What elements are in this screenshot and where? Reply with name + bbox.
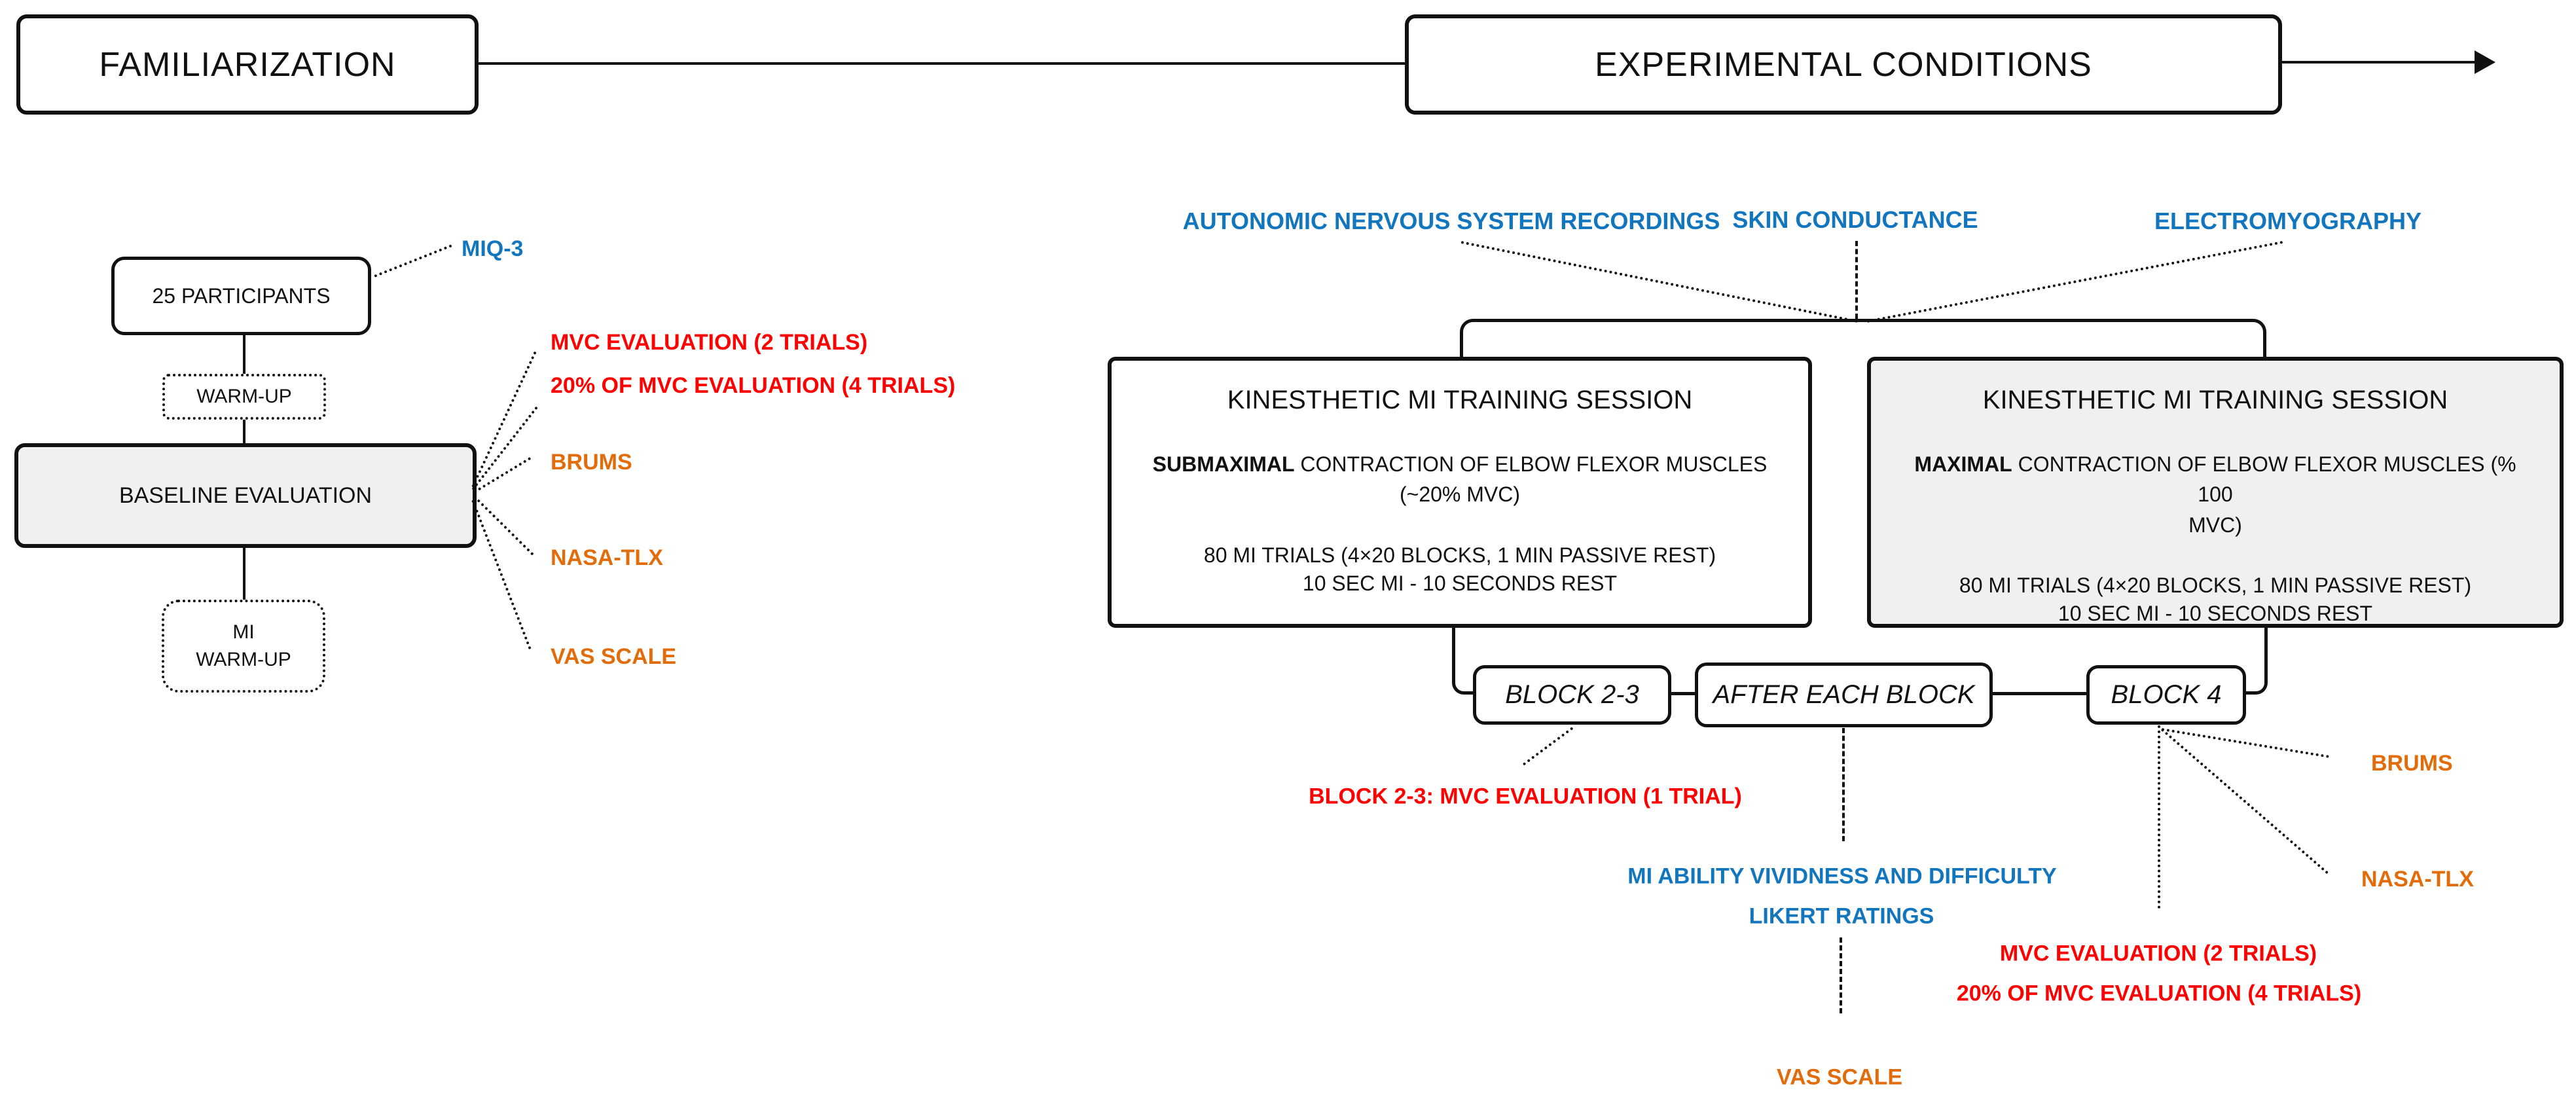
mi-warmup-label-line2: WARM-UP — [196, 649, 291, 670]
mi-ability-label: MI ABILITY VIVIDNESS AND DIFFICULTY — [1627, 863, 2057, 889]
familiarization-label: FAMILIARIZATION — [99, 45, 396, 84]
submaximal-session-box: KINESTHETIC MI TRAINING SESSION SUBMAXIM… — [1108, 357, 1812, 628]
mvc20-eval-bottom-label: 20% OF MVC EVALUATION (4 TRIALS) — [1956, 981, 2362, 1006]
mi-warmup-label-line1: MI — [232, 621, 255, 643]
maximal-keyword: MAXIMAL — [1914, 452, 2012, 476]
experimental-conditions-box: EXPERIMENTAL CONDITIONS — [1405, 14, 2282, 115]
maximal-session-title: KINESTHETIC MI TRAINING SESSION — [1982, 386, 2448, 414]
callout-line-block4-nasa — [2160, 728, 2329, 875]
mvc-eval-bottom-label: MVC EVALUATION (2 TRIALS) — [1999, 941, 2317, 966]
submaximal-keyword: SUBMAXIMAL — [1152, 452, 1295, 476]
blocks-bracket-right — [2245, 628, 2268, 695]
connector-after-block4 — [1993, 692, 2088, 695]
recording-line-emg — [1866, 240, 2283, 323]
after-each-block-label: AFTER EACH BLOCK — [1713, 680, 1975, 709]
mi-warmup-box: MI WARM-UP — [162, 600, 325, 693]
callout-line-after-each-block — [1842, 728, 1845, 841]
callout-line-block23 — [1522, 727, 1574, 766]
block23-label: BLOCK 2-3 — [1505, 680, 1639, 709]
connector-warmup-baseline — [243, 420, 245, 445]
sessions-top-bracket — [1460, 319, 2266, 358]
skin-conductance-label: SKIN CONDUCTANCE — [1732, 206, 1978, 233]
brums-label: BRUMS — [551, 450, 632, 475]
block23-box: BLOCK 2-3 — [1473, 665, 1671, 725]
block4-box: BLOCK 4 — [2086, 665, 2246, 725]
mvc20-eval-label: 20% OF MVC EVALUATION (4 TRIALS) — [551, 373, 956, 398]
recording-line-ans — [1460, 241, 1859, 323]
recording-line-skin — [1855, 241, 1858, 319]
experimental-conditions-label: EXPERIMENTAL CONDITIONS — [1595, 45, 2092, 84]
miq3-label: MIQ-3 — [462, 236, 524, 261]
vas-scale-label: VAS SCALE — [551, 644, 677, 669]
nasa-tlx-label: NASA-TLX — [551, 545, 663, 570]
brums-bottom-label: BRUMS — [2371, 751, 2453, 776]
submaximal-session-desc: SUBMAXIMAL CONTRACTION OF ELBOW FLEXOR M… — [1152, 452, 1768, 507]
participants-box: 25 PARTICIPANTS — [111, 257, 371, 335]
familiarization-box: FAMILIARIZATION — [16, 14, 479, 115]
block4-label: BLOCK 4 — [2111, 680, 2222, 709]
nasa-tlx-bottom-label: NASA-TLX — [2361, 867, 2474, 892]
timeline-arrowhead-icon — [2475, 50, 2495, 74]
block23-mvc-label: BLOCK 2-3: MVC EVALUATION (1 TRIAL) — [1309, 784, 1742, 809]
likert-ratings-label: LIKERT RATINGS — [1749, 903, 1934, 929]
callout-line-likert-vas — [1840, 937, 1842, 1013]
submaximal-session-trials: 80 MI TRIALS (4×20 BLOCKS, 1 MIN PASSIVE… — [1203, 543, 1716, 595]
vas-scale-bottom-label: VAS SCALE — [1776, 1064, 1903, 1090]
connector-participants-warmup — [243, 335, 245, 375]
timeline-arrow-line — [2282, 61, 2476, 64]
ans-recordings-label: AUTONOMIC NERVOUS SYSTEM RECORDINGS — [1182, 208, 1720, 234]
baseline-evaluation-label: BASELINE EVALUATION — [118, 482, 372, 508]
warmup-box: WARM-UP — [162, 374, 326, 420]
connector-block23-after — [1671, 692, 1697, 695]
connector-baseline-miwarmup — [243, 547, 245, 600]
mvc-eval-label: MVC EVALUATION (2 TRIALS) — [551, 330, 868, 355]
participants-label: 25 PARTICIPANTS — [152, 283, 331, 308]
blocks-bracket-left — [1452, 628, 1474, 695]
maximal-session-desc: MAXIMAL CONTRACTION OF ELBOW FLEXOR MUSC… — [1914, 452, 2516, 537]
maximal-session-box: KINESTHETIC MI TRAINING SESSION MAXIMAL … — [1867, 357, 2564, 628]
baseline-evaluation-box: BASELINE EVALUATION — [14, 443, 477, 548]
callout-line-block4-mvc — [2158, 725, 2160, 909]
electromyography-label: ELECTROMYOGRAPHY — [2154, 208, 2422, 234]
timeline-line — [479, 62, 1405, 65]
warmup-label: WARM-UP — [196, 386, 292, 407]
callout-line-block4-brums — [2161, 728, 2329, 758]
submaximal-session-title: KINESTHETIC MI TRAINING SESSION — [1227, 386, 1693, 414]
maximal-session-trials: 80 MI TRIALS (4×20 BLOCKS, 1 MIN PASSIVE… — [1959, 573, 2472, 626]
callout-line-miq3 — [374, 244, 452, 278]
after-each-block-box: AFTER EACH BLOCK — [1695, 662, 1993, 727]
